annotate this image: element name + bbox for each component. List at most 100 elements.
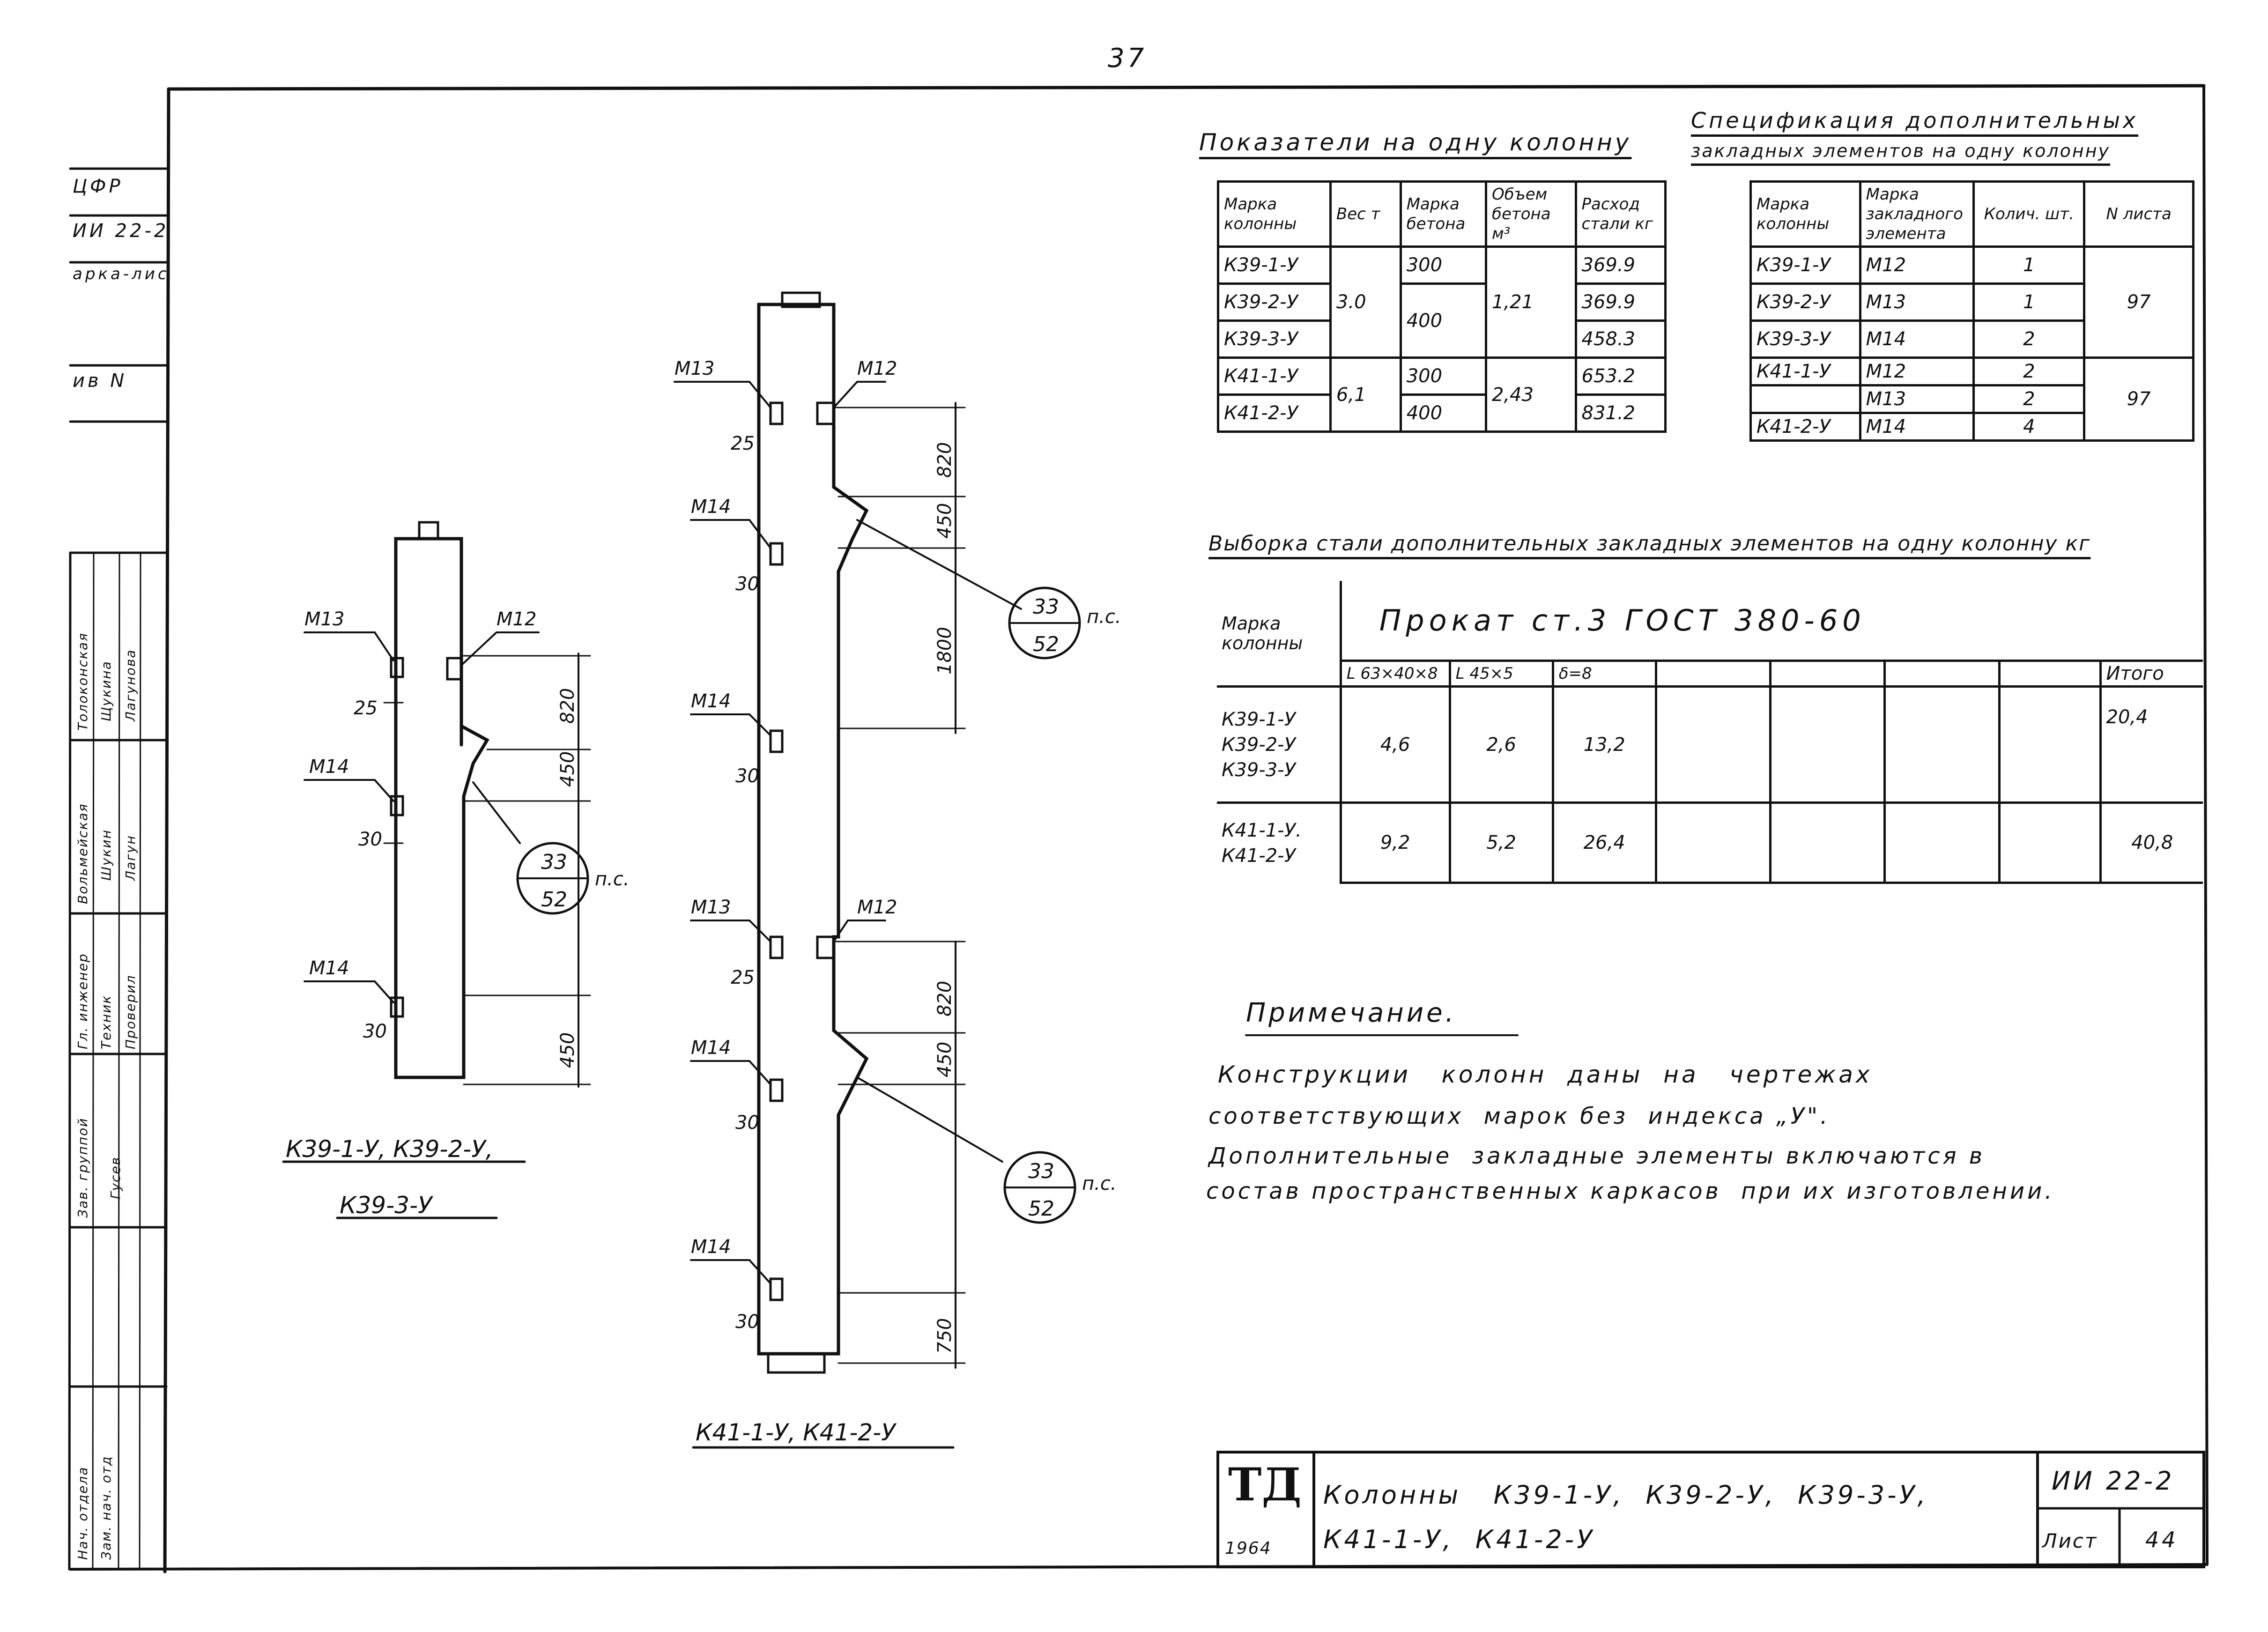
small-dim-820: 820 xyxy=(557,688,578,724)
large-caption: К41-1-У, К41-2-У xyxy=(696,1419,897,1446)
title-sheet-number: 44 xyxy=(2145,1527,2179,1552)
large-label-m13-b: М13 xyxy=(691,897,731,918)
table-cell: К39-2-У xyxy=(1749,282,1861,322)
steel-sample-table: Марка колонны Прокат ст.3 ГОСТ 380-60 L … xyxy=(1217,581,2203,884)
small-dim-450-a: 450 xyxy=(557,751,578,787)
small-callout-note: п.с. xyxy=(595,868,630,890)
steel-sample-title: Выборка стали дополнительных закладных э… xyxy=(1208,532,2091,556)
small-caption-1: К39-1-У, К39-2-У, xyxy=(286,1135,493,1163)
large-dim-30-b: 30 xyxy=(735,765,759,787)
specification-title-1: Спецификация дополнительных xyxy=(1691,108,2139,133)
large-dim-820-b: 820 xyxy=(934,981,956,1016)
specification-table: Марка колонны Марка закладного элемента … xyxy=(1749,180,2194,442)
table-cell: 1 xyxy=(1972,282,2086,322)
small-dim-25: 25 xyxy=(354,697,378,719)
specification-header-row: Марка колонны Марка закладного элемента … xyxy=(1749,180,2194,248)
table-cell: 653.2 xyxy=(1574,356,1667,396)
note-line-4: состав пространственных каркасов при их … xyxy=(1206,1178,2055,1204)
large-dim-450-a: 450 xyxy=(934,503,956,539)
table-row: К39-3-У М14 2 xyxy=(1749,319,2194,359)
table-cell xyxy=(1998,685,2102,804)
large-callout-1-note: п.с. xyxy=(1087,606,1121,628)
table-cell xyxy=(1654,801,1771,884)
small-dim-450-b: 450 xyxy=(557,1032,578,1068)
table-cell: 5,2 xyxy=(1448,801,1554,884)
table-cell: 2 xyxy=(1972,356,2086,386)
table-row: К41-1-У. К41-2-У 9,2 5,2 26,4 40,8 xyxy=(1217,801,2203,884)
table-row: К41-2-У 400 831.2 xyxy=(1217,393,1667,433)
note-line-2: соответствующих марок без индекса „У". xyxy=(1208,1103,1831,1129)
table-cell: К41-2-У xyxy=(1749,412,1861,442)
indicators-header: Объем бетона м³ xyxy=(1485,180,1577,248)
strip-name-2: Щукина xyxy=(98,660,114,721)
table-cell xyxy=(1998,801,2102,884)
table-cell: 97 xyxy=(2083,245,2194,359)
table-cell: 369.9 xyxy=(1574,282,1667,322)
strip-name-11: Гусев xyxy=(108,1156,123,1199)
table-cell: 2 xyxy=(1972,319,2086,359)
large-label-m12-a: М12 xyxy=(857,358,897,379)
strip-name-9: Проверил xyxy=(123,974,138,1049)
indicators-header: Марка колонны xyxy=(1217,180,1332,248)
strip-name-7: Гл. инженер xyxy=(75,953,90,1049)
table-cell xyxy=(1749,384,1861,414)
column-mark: К41-2-У xyxy=(1222,845,1296,867)
table-cell: М14 xyxy=(1859,319,1975,359)
strip-name-12: Нач. отдела xyxy=(75,1466,90,1560)
table-row: К41-1-У 6,1 300 2,43 653.2 xyxy=(1217,356,1667,433)
strip-code-3: арка-лис xyxy=(73,265,170,283)
large-label-m14-a: М14 xyxy=(691,496,731,518)
steel-header-mark: Марка колонны xyxy=(1217,581,1342,688)
large-callout-1-top: 33 xyxy=(1033,595,1059,619)
large-label-m14-d: М14 xyxy=(691,1236,731,1258)
steel-subheader: L 45×5 xyxy=(1448,660,1554,688)
large-dim-750: 750 xyxy=(934,1318,956,1354)
large-label-m14-c: М14 xyxy=(691,1037,731,1059)
indicators-title: Показатели на одну колонну xyxy=(1199,129,1632,156)
indicators-table: Марка колонны Вес т Марка бетона Объем б… xyxy=(1217,180,1667,433)
table-cell xyxy=(1883,685,2001,804)
large-dim-25-a: 25 xyxy=(731,433,755,454)
table-cell: К39-2-У xyxy=(1217,282,1332,322)
specification-header: Марка колонны xyxy=(1749,180,1861,248)
large-dim-1800: 1800 xyxy=(934,627,956,675)
steel-subheader xyxy=(1998,660,2102,688)
steel-row-marks: К41-1-У. К41-2-У xyxy=(1217,801,1342,883)
table-row: К41-2-У М14 4 xyxy=(1749,412,2194,442)
table-row: К39-3-У 458.3 xyxy=(1217,319,1667,359)
table-cell: 97 xyxy=(2083,356,2194,442)
indicators-header: Расход стали кг xyxy=(1574,180,1667,248)
steel-subheader-row: L 63×40×8 L 45×5 δ=8 Итого xyxy=(1217,660,2203,688)
large-dim-450-b: 450 xyxy=(934,1042,956,1077)
large-dim-30-d: 30 xyxy=(735,1311,759,1333)
table-cell: 2,43 xyxy=(1485,356,1577,433)
large-dim-25-b: 25 xyxy=(731,967,755,988)
column-mark: К39-2-У xyxy=(1222,734,1296,756)
table-cell: 1 xyxy=(1972,245,2086,285)
table-row: К39-1-У М12 1 97 xyxy=(1749,245,2194,359)
strip-name-1: Толоконская xyxy=(75,632,90,731)
specification-header: Марка закладного элемента xyxy=(1859,180,1975,248)
large-callout-1-bottom: 52 xyxy=(1033,632,1059,656)
table-cell: 400 xyxy=(1399,282,1488,359)
table-cell: 831.2 xyxy=(1574,393,1667,433)
table-cell: К41-1-У xyxy=(1217,356,1332,396)
large-label-m12-b: М12 xyxy=(857,897,897,918)
indicators-header: Вес т xyxy=(1329,180,1402,248)
table-cell: 20,4 xyxy=(2099,685,2203,804)
table-row: К39-2-У М13 1 xyxy=(1749,282,2194,322)
td-logo: ТД xyxy=(1228,1458,1302,1511)
strip-name-4: Вольмейская xyxy=(75,803,90,904)
note-title: Примечание. xyxy=(1246,998,1457,1028)
strip-code-4: ив N xyxy=(73,370,127,392)
table-cell: 9,2 xyxy=(1339,801,1451,884)
table-cell: М12 xyxy=(1859,356,1975,386)
strip-name-10: Зав. группой xyxy=(75,1117,90,1218)
table-row: М13 2 xyxy=(1749,384,2194,414)
large-label-m13-a: М13 xyxy=(674,358,714,379)
table-cell: 369.9 xyxy=(1574,245,1667,285)
table-cell: 3.0 xyxy=(1329,245,1402,359)
table-cell: К39-3-У xyxy=(1749,319,1861,359)
strip-name-5: Шукин xyxy=(98,829,114,881)
